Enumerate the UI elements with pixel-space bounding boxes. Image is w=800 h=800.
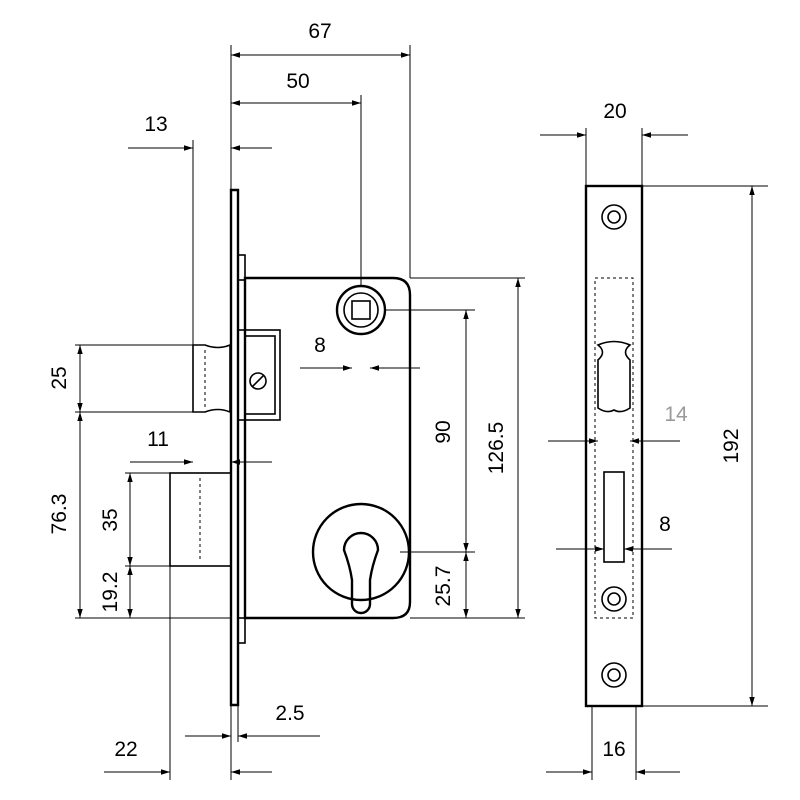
dimension-labels: 67 50 13 20 8 11 14 8 2.5 22 16 90 126.5… <box>48 20 743 761</box>
dim-22-label: 22 <box>114 738 137 761</box>
latch-opening <box>596 340 632 413</box>
dim-50-label: 50 <box>286 70 309 93</box>
dim-25-7-label: 25.7 <box>432 566 455 607</box>
lock-case <box>243 276 412 620</box>
dim-8-plate-label: 8 <box>659 513 671 536</box>
dim-16-label: 16 <box>602 738 625 761</box>
dim-19-2-label: 19.2 <box>99 572 122 613</box>
dead-bolt <box>169 472 232 567</box>
screw-hole-middle <box>601 586 627 612</box>
cylinder-cutout <box>311 502 411 615</box>
dim-14-label: 14 <box>664 403 688 426</box>
screw-hole-bottom <box>601 662 627 688</box>
follower-hub <box>335 284 387 336</box>
dim-67-label: 67 <box>308 20 331 43</box>
faceplate-tab-top <box>237 254 246 281</box>
strike-plate <box>584 184 644 708</box>
dim-25-label: 25 <box>48 366 71 389</box>
dim-90-label: 90 <box>432 420 455 443</box>
strike-plate-view <box>584 184 644 708</box>
dim-11-label: 11 <box>147 428 169 451</box>
faceplate-tab-bottom <box>237 617 246 644</box>
bolt-opening <box>603 471 625 563</box>
dim-20-label: 20 <box>603 100 626 123</box>
dim-8-follower-label: 8 <box>314 334 326 357</box>
latch-bolt <box>192 329 281 421</box>
faceplate <box>229 188 240 707</box>
dim-192-label: 192 <box>720 428 743 463</box>
dim-35-label: 35 <box>99 508 122 531</box>
screw-hole-top <box>601 204 627 230</box>
dim-13-label: 13 <box>144 113 167 136</box>
dim-126-5-label: 126.5 <box>485 422 508 475</box>
dimension-lines <box>75 45 768 780</box>
dim-2-5-label: 2.5 <box>275 702 304 725</box>
dim-76-3-label: 76.3 <box>48 494 71 535</box>
lock-body-view <box>169 188 412 707</box>
